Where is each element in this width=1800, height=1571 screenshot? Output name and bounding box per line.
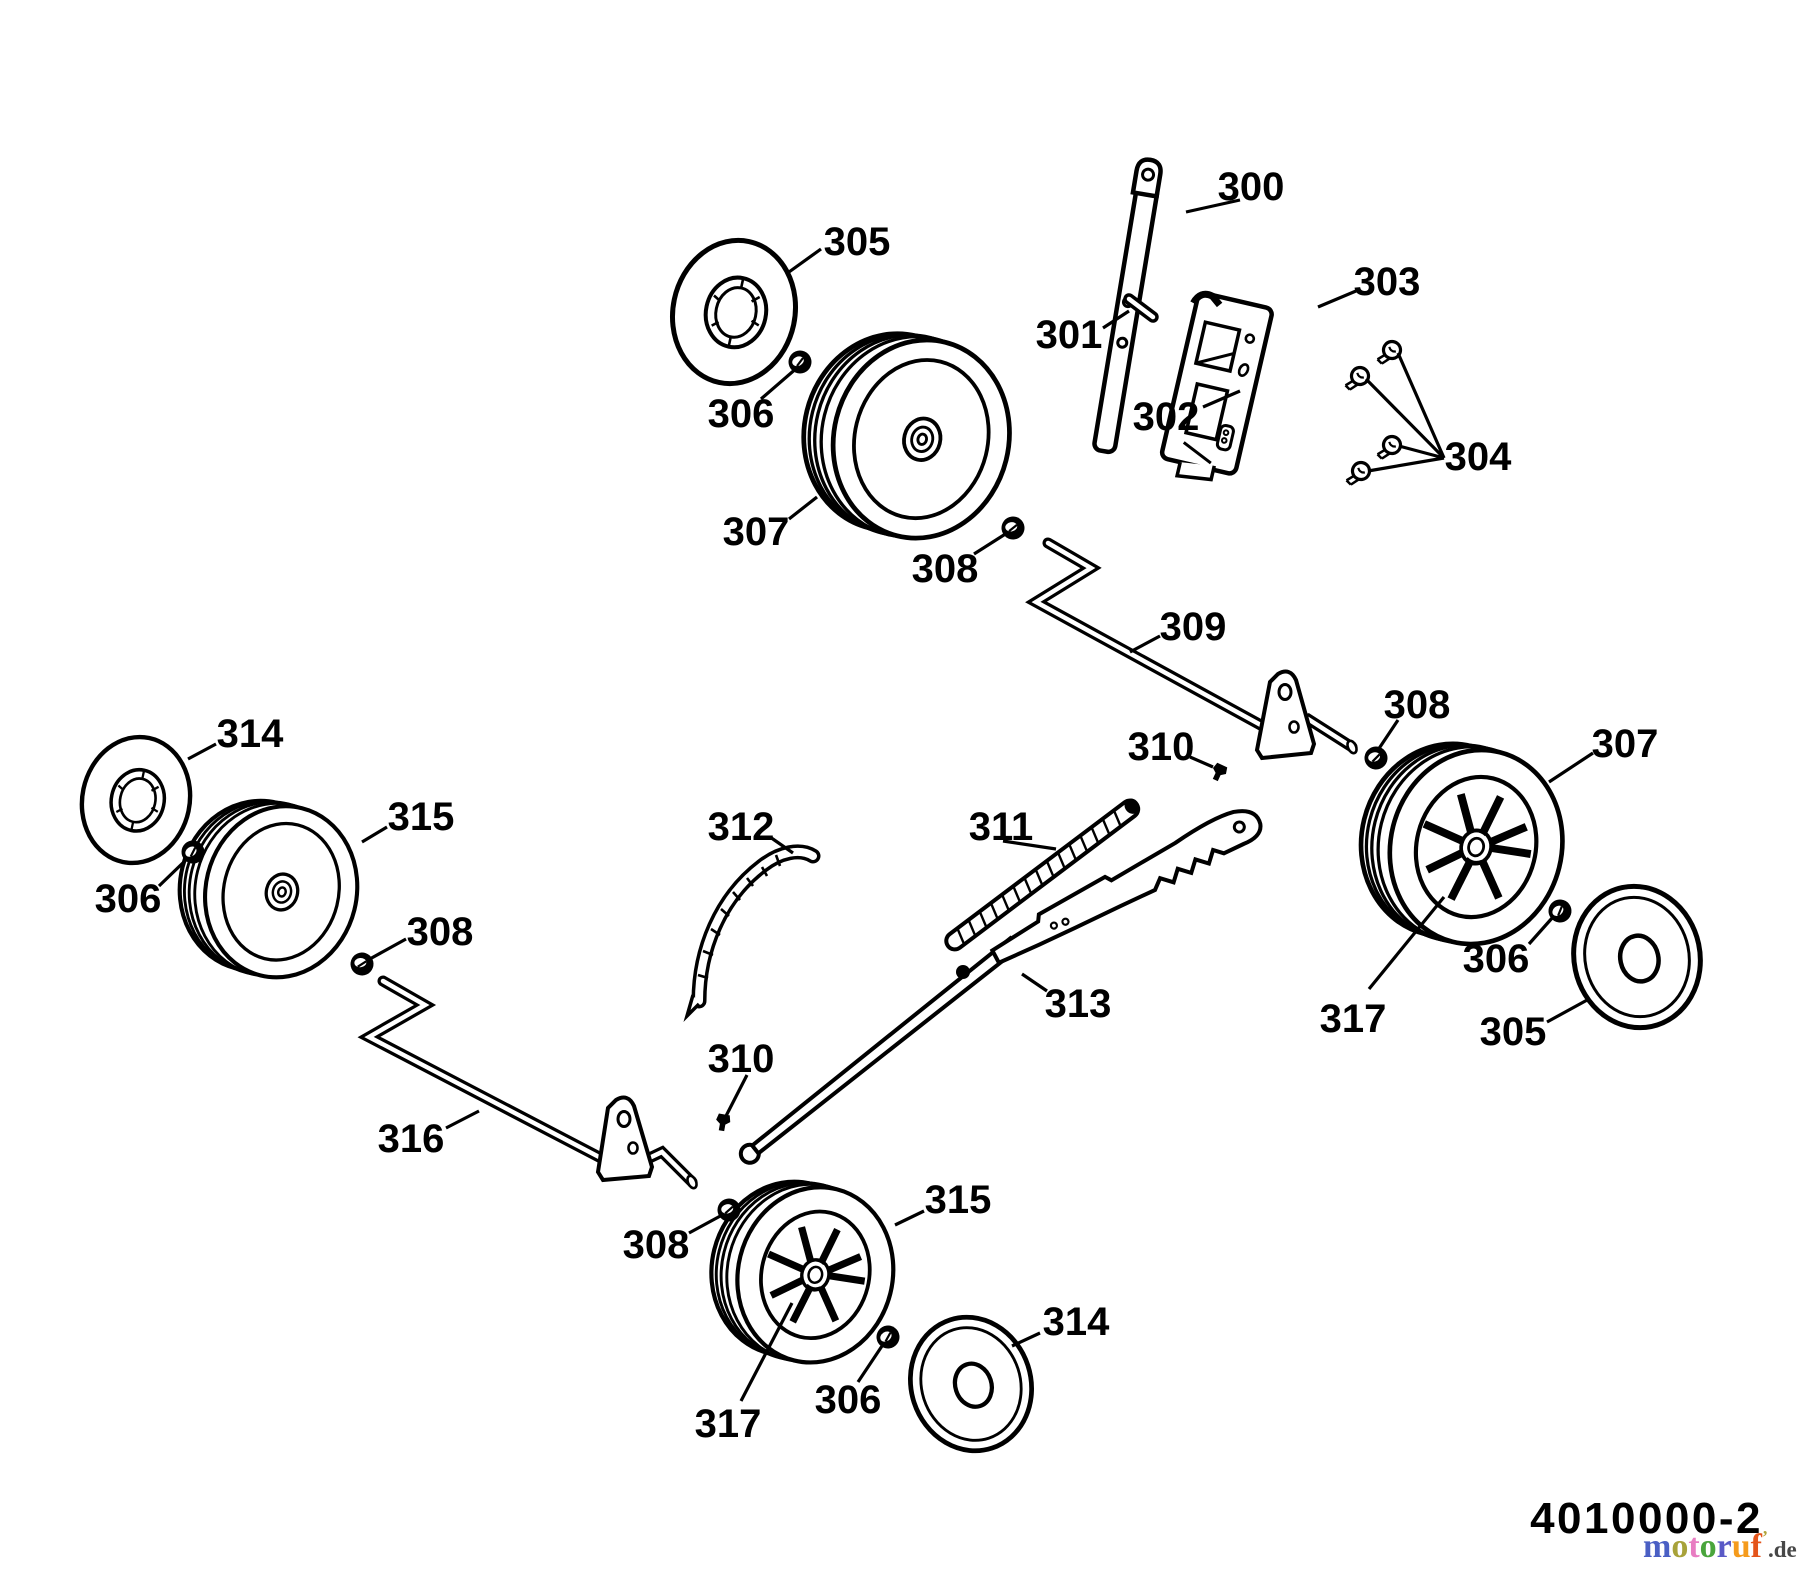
part-label-310-left: 310 (708, 1037, 775, 1081)
part-label-316: 316 (378, 1117, 445, 1161)
watermark-letter: o (1671, 1528, 1688, 1565)
part-label-308-right: 308 (1384, 683, 1451, 727)
adjuster-plate-303 (1159, 290, 1274, 482)
drawing-number: 4010000-2 (1530, 1494, 1763, 1543)
part-label-308-top: 308 (912, 547, 979, 591)
part-label-307-top: 307 (723, 510, 790, 554)
part-label-305-top: 305 (824, 220, 891, 264)
part-label-311: 311 (969, 805, 1034, 849)
bolt-310-left (714, 1113, 732, 1132)
part-label-315-left: 315 (388, 795, 455, 839)
wheel-315-left (161, 783, 375, 995)
axle-316 (357, 975, 698, 1190)
nut-308-left (346, 948, 378, 980)
nut-308-right (1361, 743, 1391, 773)
part-label-306-right: 306 (1463, 937, 1530, 981)
leader-lines (157, 198, 1594, 1402)
watermark-letter: r (1717, 1528, 1732, 1565)
watermark-letter: o (1700, 1528, 1717, 1565)
watermark-motoruf-logo: motoruf’.de (1643, 1527, 1797, 1565)
watermark-apostrophe: ’ (1762, 1527, 1768, 1547)
part-label-302: 302 (1133, 395, 1200, 439)
lever-313 (738, 809, 1263, 1165)
watermark-letter: m (1643, 1528, 1671, 1565)
ribbed-rod-311 (944, 798, 1141, 952)
part-label-308-left: 308 (407, 910, 474, 954)
adjuster-bar-300 (1092, 157, 1163, 455)
watermark-letter: t (1688, 1528, 1700, 1565)
part-label-307-right: 307 (1592, 722, 1659, 766)
nut-306-bottom (873, 1322, 903, 1352)
part-label-308-bottom: 308 (623, 1223, 690, 1267)
part-label-315-bottom: 315 (925, 1178, 992, 1222)
hubcap-305-right (1561, 874, 1714, 1039)
axle-309 (1025, 537, 1358, 761)
part-label-304: 304 (1445, 435, 1512, 479)
watermark-domain-suffix: .de (1768, 1537, 1797, 1562)
wheel-315-bottom (693, 1163, 912, 1380)
part-label-309: 309 (1160, 605, 1227, 649)
part-label-317-right: 317 (1320, 997, 1387, 1041)
part-label-306-bottom: 306 (815, 1378, 882, 1422)
hubcap-305-top (659, 229, 808, 395)
part-label-312: 312 (708, 805, 775, 849)
part-label-306-top: 306 (708, 392, 775, 436)
watermark-letter: f (1751, 1528, 1763, 1565)
pin-301 (1123, 293, 1159, 323)
nut-308-top (997, 512, 1029, 544)
rack-strip-312 (683, 844, 821, 1023)
part-label-313: 313 (1045, 982, 1112, 1026)
nut-306-top (787, 349, 813, 375)
part-label-317-bottom: 317 (695, 1402, 762, 1446)
part-label-306-left: 306 (95, 877, 162, 921)
part-label-310-right: 310 (1128, 725, 1195, 769)
hubcap-314-bottom (893, 1301, 1049, 1466)
part-label-314-left: 314 (217, 712, 284, 756)
part-label-300: 300 (1218, 165, 1285, 209)
wheel-307-top (783, 313, 1031, 558)
part-label-303: 303 (1354, 260, 1421, 304)
watermark-letter: u (1732, 1528, 1751, 1565)
part-label-314-bottom: 314 (1043, 1300, 1110, 1344)
part-label-301: 301 (1036, 313, 1103, 357)
part-label-305-right: 305 (1480, 1010, 1547, 1054)
